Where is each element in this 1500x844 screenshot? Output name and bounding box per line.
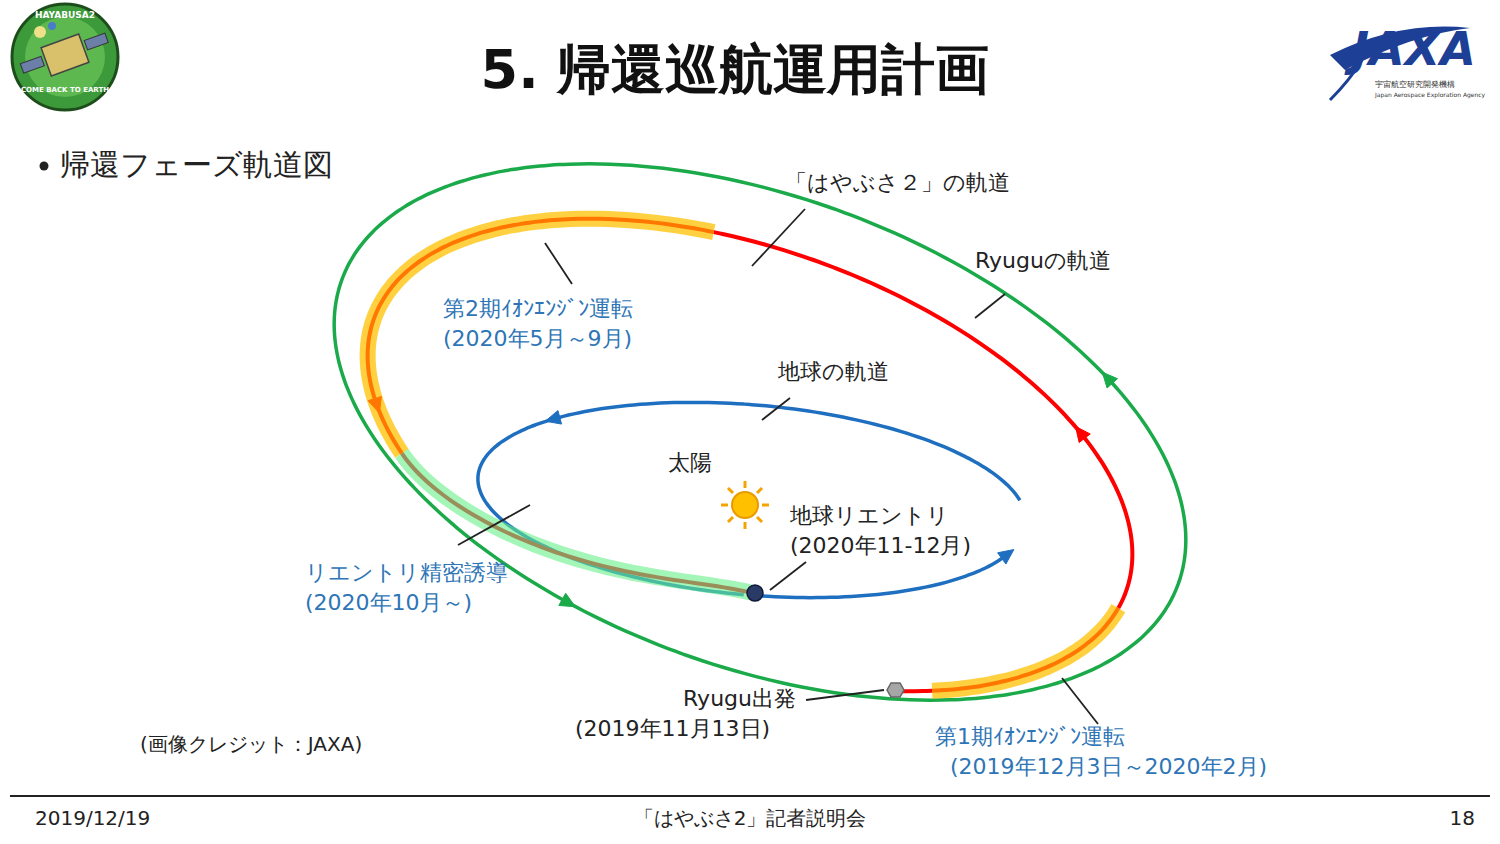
event-date: (2020年11-12月): [790, 533, 971, 559]
event-date: (2019年11月13日): [575, 716, 770, 742]
phase-date: (2019年12月3日～2020年2月): [950, 754, 1267, 780]
orbit-arrowhead: [1102, 372, 1117, 388]
ryugu-symbol: [887, 683, 904, 697]
mission-logo: [12, 4, 118, 110]
logo-text: HAYABUSA2: [35, 10, 95, 21]
logo-text: COME BACK TO EARTH: [21, 86, 109, 94]
sun-symbol: [721, 481, 769, 529]
orbit-label: Ryuguの軌道: [975, 248, 1111, 274]
orbit-arrowhead: [998, 550, 1014, 565]
image-credit: (画像クレジット：JAXA): [140, 732, 362, 756]
hayabusa2-orbit: [932, 608, 1118, 691]
sun-label: 太陽: [668, 450, 712, 476]
phase-date: (2020年5月～9月): [443, 326, 632, 352]
phase-label: 第1期ｲｵﾝｴﾝｼﾞﾝ運転: [935, 724, 1125, 750]
ion-engine-band: [368, 219, 714, 454]
phase-label: 第2期ｲｵﾝｴﾝｼﾞﾝ運転: [443, 296, 633, 322]
orbit-arrowhead: [559, 593, 576, 606]
earth-orbit: [478, 402, 1020, 594]
logo-text: 宇宙航空研究開発機構: [1375, 80, 1455, 90]
phase-label: リエントリ精密誘導: [305, 560, 508, 586]
orbits: [334, 164, 1186, 700]
page-number: 18: [1450, 806, 1475, 830]
earth-orbit: [753, 558, 1003, 598]
slide-title: 5. 帰還巡航運用計画: [481, 38, 990, 103]
logo-text: Japan Aerospace Exploration Agency: [1375, 91, 1485, 98]
event-label: 地球リエントリ: [790, 503, 949, 529]
hayabusa2-orbit: [368, 219, 714, 454]
bullet-dot: [40, 162, 49, 171]
ryugu-orbit: [334, 164, 1186, 700]
orbit-arrowhead: [368, 397, 381, 413]
orbit-arrowhead: [545, 411, 561, 425]
phase-date: (2020年10月～): [305, 590, 472, 616]
ion-engine-band: [932, 608, 1118, 691]
hayabusa2-orbit: [714, 232, 1133, 608]
footer-title: 「はやぶさ2」記者説明会: [634, 806, 867, 830]
orbit-arrowhead: [1076, 426, 1091, 442]
event-label: Ryugu出発: [683, 686, 796, 712]
earth-dot: [747, 585, 763, 601]
orbit-label: 「はやぶさ２」の軌道: [785, 170, 1010, 196]
section-heading: 帰還フェーズ軌道図: [60, 147, 333, 183]
footer-date: 2019/12/19: [35, 806, 150, 830]
leader-lines: [458, 209, 1098, 724]
orbit-label: 地球の軌道: [778, 359, 889, 385]
footer-rule: [10, 795, 1490, 797]
logo-wordmark: JAXA: [1352, 22, 1476, 77]
